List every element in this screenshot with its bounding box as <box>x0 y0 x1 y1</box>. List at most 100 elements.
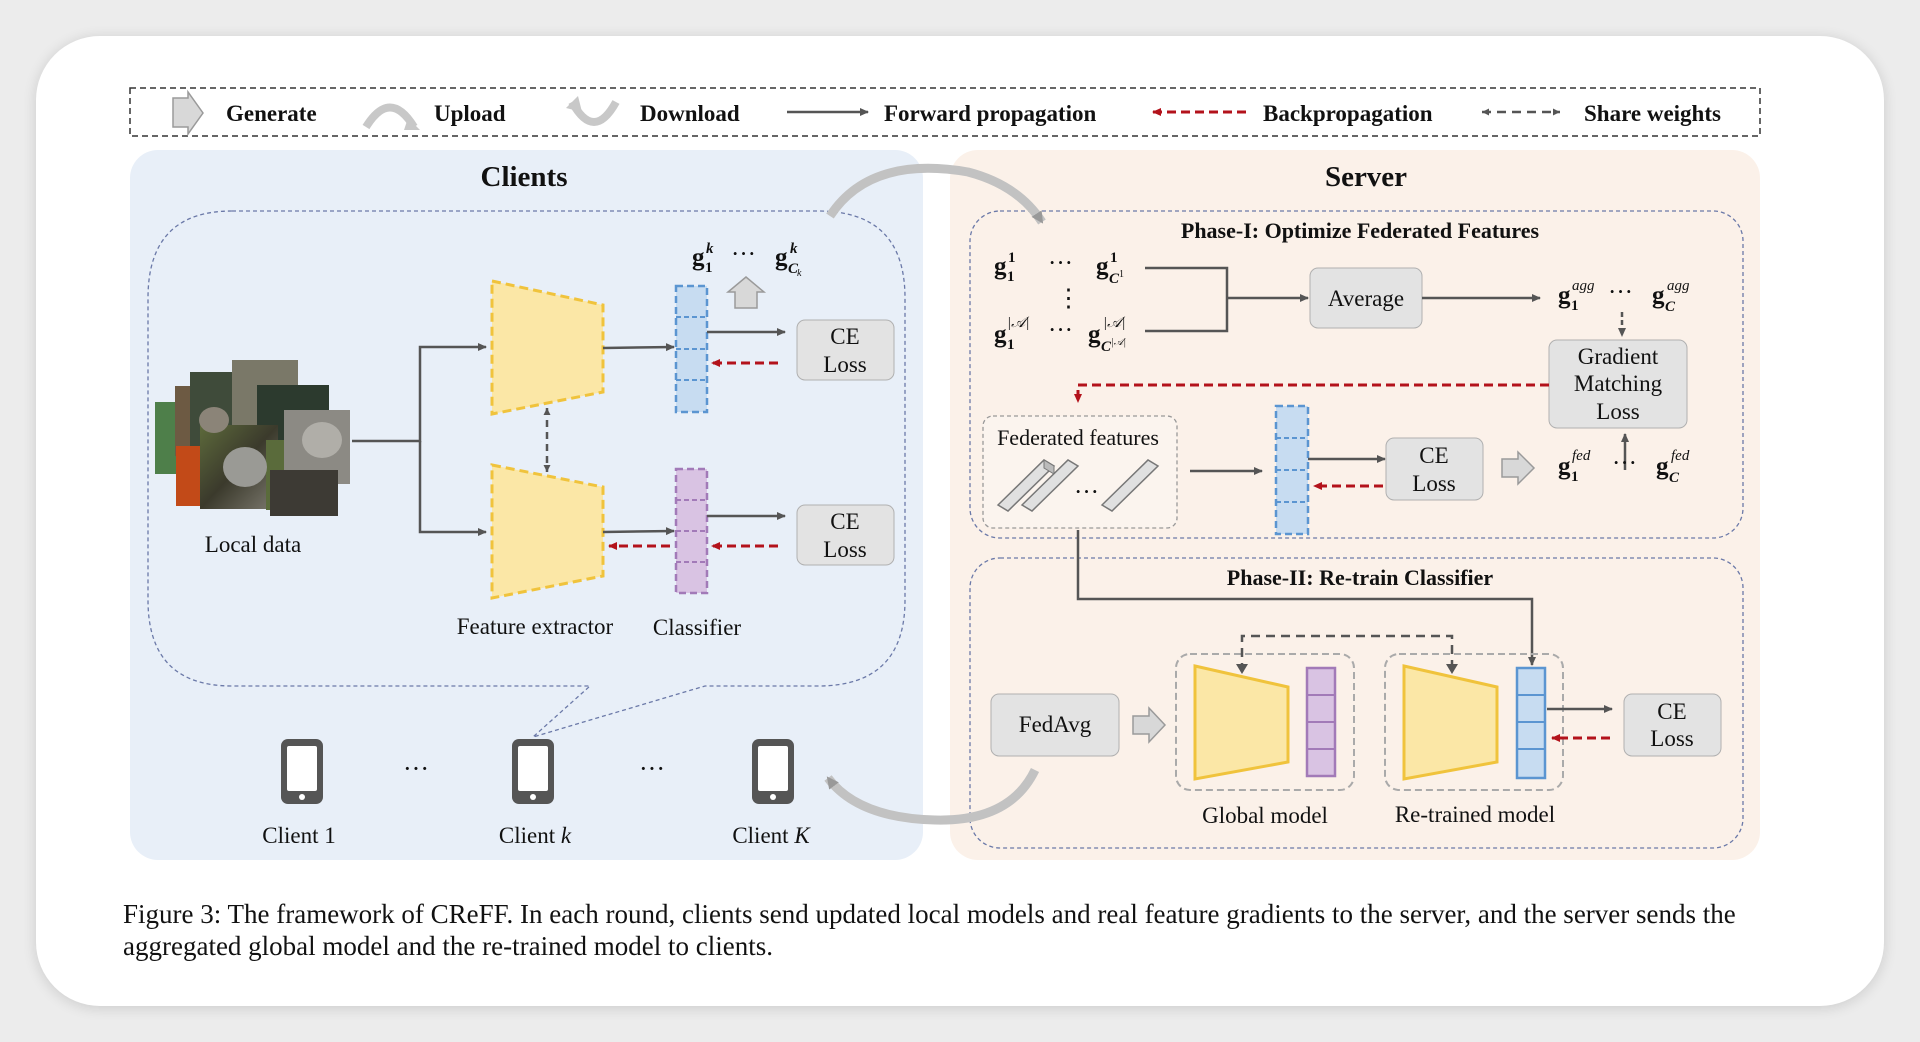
phase2-box <box>969 557 1744 849</box>
ce-loss-box-top: CE Loss <box>796 319 895 381</box>
svg-text:g: g <box>1656 453 1669 480</box>
svg-text:C: C <box>1669 470 1680 486</box>
svg-text:C: C <box>1665 299 1676 315</box>
clients-dots-left: ··· <box>403 754 429 783</box>
phone-icon-client-K <box>752 739 794 804</box>
svg-text:1: 1 <box>1571 298 1579 314</box>
download-icon <box>566 96 620 126</box>
svg-text:CE: CE <box>1419 443 1448 468</box>
phase2-title: Phase-II: Re-train Classifier <box>1227 565 1494 590</box>
gm-backprop <box>1074 383 1549 403</box>
svg-text:Loss: Loss <box>1412 471 1456 496</box>
legend-forward-label: Forward propagation <box>884 101 1097 126</box>
svg-text:1: 1 <box>1571 469 1579 485</box>
data-to-extractors <box>352 343 487 443</box>
svg-text:g: g <box>1558 453 1571 480</box>
svg-text:1: 1 <box>1110 250 1118 266</box>
svg-text:1: 1 <box>1007 269 1015 285</box>
gradient-matching-loss-box: Gradient Matching Loss <box>1548 339 1688 429</box>
svg-text:Loss: Loss <box>1650 726 1694 751</box>
client-k-label: Client k <box>499 823 572 848</box>
download-arrow <box>824 767 1040 825</box>
clients-panel: Clients Local data <box>130 150 923 860</box>
svg-text:k: k <box>790 241 798 257</box>
phone-icon-client-1 <box>281 739 323 804</box>
svg-text:Gradient: Gradient <box>1578 344 1659 369</box>
svg-text:Federated features: Federated features <box>997 425 1159 450</box>
svg-text:CE: CE <box>1657 699 1686 724</box>
merge-lines <box>1145 266 1229 333</box>
clients-title: Clients <box>481 161 568 193</box>
federated-gradients-label: g 1 fed ··· g C fed <box>1558 448 1690 486</box>
svg-text:···: ··· <box>1048 250 1073 277</box>
phase2-ce-loss-box: CE Loss <box>1623 693 1722 757</box>
server-classifier-vector <box>1274 404 1310 536</box>
feature-bar-3 <box>1100 459 1160 512</box>
client-K-label: Client K <box>732 823 811 848</box>
svg-text:CE: CE <box>830 509 859 534</box>
classifier-vector-top <box>674 284 709 414</box>
local-data-label: Local data <box>205 532 301 557</box>
phase1-title: Phase-I: Optimize Federated Features <box>1181 218 1540 243</box>
svg-text:CE: CE <box>830 324 859 349</box>
svg-text:|𝒜|: |𝒜| <box>1007 315 1030 331</box>
phone-icon-client-k <box>512 739 554 804</box>
clients-dots-right: ··· <box>639 754 665 783</box>
phase1-box <box>969 210 1744 539</box>
svg-text:⋮: ⋮ <box>1056 285 1081 312</box>
retrained-model-label: Re-trained model <box>1395 802 1555 827</box>
feature-bar-2 <box>1020 459 1080 512</box>
legend-backprop-label: Backpropagation <box>1263 101 1433 126</box>
generate-arrow-phase2 <box>1132 706 1167 744</box>
feature-extractor-bottom <box>490 463 605 600</box>
client-gradients-label: g 1 k ··· g C k k <box>692 241 802 279</box>
legend-share-label: Share weights <box>1584 101 1721 126</box>
classifier-vector-bottom <box>674 467 709 595</box>
server-title: Server <box>1325 161 1407 193</box>
upload-arrow <box>826 163 1046 225</box>
figure-caption: Figure 3: The framework of CReFF. In eac… <box>123 899 1736 961</box>
svg-text:|𝒜|: |𝒜| <box>1103 315 1126 331</box>
svg-text:Average: Average <box>1328 286 1404 311</box>
svg-text:k: k <box>797 268 802 279</box>
svg-text:g: g <box>775 244 788 271</box>
svg-text:C: C <box>788 261 799 277</box>
client-1-label: Client 1 <box>262 823 335 848</box>
svg-text:g: g <box>1088 321 1101 348</box>
svg-text:g: g <box>994 321 1007 348</box>
extractor-to-classifier-top <box>602 343 675 352</box>
client-bubble <box>147 210 906 738</box>
svg-text:···: ··· <box>1612 450 1637 477</box>
svg-text:1: 1 <box>1007 337 1015 353</box>
svg-text:g: g <box>994 253 1007 280</box>
global-model <box>1175 653 1355 791</box>
retrained-model <box>1384 653 1564 791</box>
aggregated-gradients-label: g 1 agg ··· g C agg <box>1558 278 1690 315</box>
svg-text:Loss: Loss <box>1596 399 1640 424</box>
server-panel: Server Phase-I: Optimize Federated Featu… <box>950 150 1760 860</box>
svg-text:|𝒜|: |𝒜| <box>1111 337 1127 348</box>
svg-text:g: g <box>1652 282 1665 309</box>
svg-text:1: 1 <box>1008 250 1016 266</box>
server-ce-loss-box: CE Loss <box>1385 437 1484 501</box>
svg-text:k: k <box>706 241 714 257</box>
svg-text:FedAvg: FedAvg <box>1019 712 1092 737</box>
svg-text:···: ··· <box>1048 317 1073 344</box>
fedavg-box: FedAvg <box>990 693 1120 757</box>
svg-text:···: ··· <box>1074 479 1099 506</box>
local-data-images <box>155 360 350 516</box>
svg-text:···: ··· <box>1608 279 1633 306</box>
global-model-label: Global model <box>1202 803 1328 828</box>
svg-text:g: g <box>1096 253 1109 280</box>
svg-text:g: g <box>1558 282 1571 309</box>
svg-text:agg: agg <box>1667 278 1690 294</box>
data-to-extractor-bottom <box>418 441 487 536</box>
fed-to-retrain <box>1076 530 1536 666</box>
svg-text:1: 1 <box>705 260 713 276</box>
svg-text:1: 1 <box>1119 269 1124 280</box>
legend-download-label: Download <box>640 101 740 126</box>
server-gradient-set: g 1 1 ··· g C 1 1 ⋮ g 1 |𝒜| ··· g C |𝒜| … <box>994 250 1127 355</box>
svg-text:Loss: Loss <box>823 537 867 562</box>
svg-text:Loss: Loss <box>823 352 867 377</box>
